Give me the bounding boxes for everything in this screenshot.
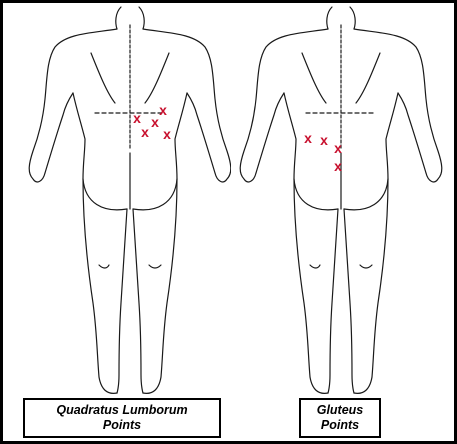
trigger-point-marker: x	[334, 158, 342, 174]
caption-quadratus-lumborum: Quadratus Lumborum Points	[23, 398, 221, 438]
trigger-points-right: x x x x	[304, 130, 342, 174]
trigger-point-marker: x	[334, 140, 342, 156]
caption-line: Quadratus Lumborum	[25, 403, 219, 418]
trigger-points-left: x x x x x	[133, 102, 171, 142]
body-figure-right: x x x x	[232, 3, 457, 403]
trigger-point-marker: x	[304, 130, 312, 146]
trigger-point-marker: x	[163, 126, 171, 142]
trigger-point-marker: x	[141, 124, 149, 140]
caption-line: Points	[25, 418, 219, 433]
body-outline-right	[240, 7, 442, 393]
trigger-point-marker: x	[151, 114, 159, 130]
body-outline-left	[29, 7, 231, 393]
caption-line: Points	[301, 418, 379, 433]
body-figure-left: x x x x x	[3, 3, 231, 403]
trigger-point-marker: x	[320, 132, 328, 148]
trigger-point-marker: x	[159, 102, 167, 118]
caption-gluteus: Gluteus Points	[299, 398, 381, 438]
trigger-point-marker: x	[133, 110, 141, 126]
caption-line: Gluteus	[301, 403, 379, 418]
